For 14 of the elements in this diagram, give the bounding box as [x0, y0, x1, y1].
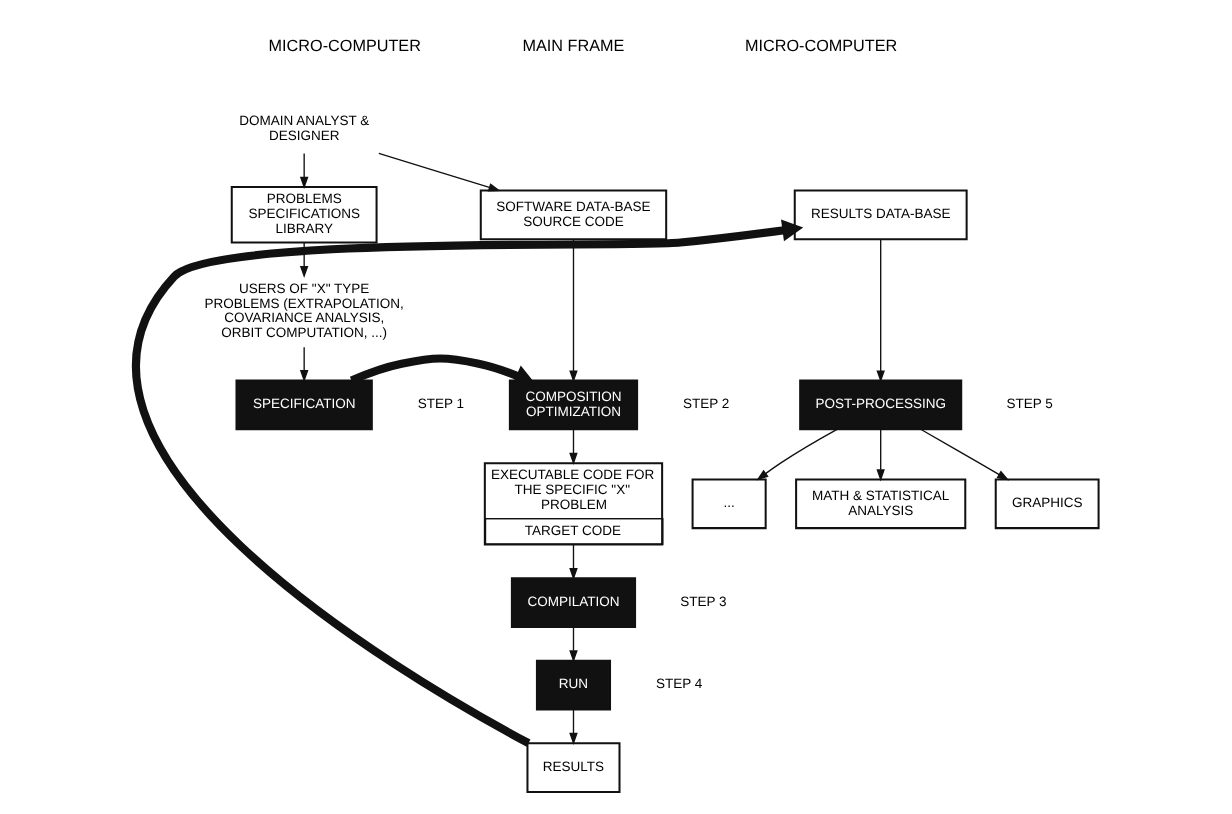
arrow [919, 428, 1009, 481]
arrow [298, 242, 308, 279]
arrow [568, 626, 577, 663]
arrow [755, 428, 837, 481]
arrow [377, 152, 500, 192]
arrow [298, 152, 308, 189]
arrow [568, 544, 577, 581]
arrow [875, 428, 884, 482]
arrow [875, 238, 884, 383]
arrow [298, 346, 308, 383]
arrow [131, 219, 803, 747]
arrow [568, 708, 577, 746]
arrow [348, 354, 535, 386]
arrow [568, 428, 577, 465]
